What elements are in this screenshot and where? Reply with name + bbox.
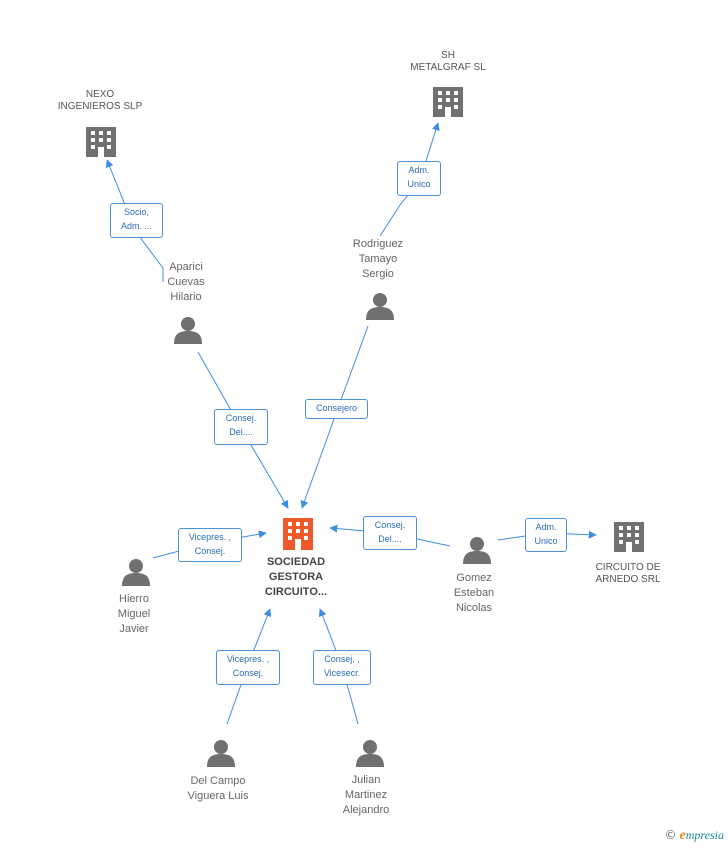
nexo-building-icon[interactable] [86,127,116,157]
hierro-person-icon[interactable] [122,559,150,586]
aparici-person-icon[interactable] [174,317,202,344]
nexo-label[interactable]: NEXO INGENIEROS SLP [57,89,143,112]
brand-name: mpresia [685,828,724,842]
edge-label-julian-main[interactable]: Consej. , Vicesecr. [313,650,371,685]
julian-label[interactable]: Julian Martinez Alejandro [342,774,390,816]
gomez-person-icon[interactable] [463,537,491,564]
edge-label-rodriguez-main[interactable]: Consejero [305,399,368,419]
copyright-symbol: © [664,828,677,842]
edge-label-rodriguez-sh[interactable]: Adm. Unico [397,161,441,196]
rodriguez-label[interactable]: Rodriguez Tamayo Sergio [352,238,404,280]
sh-label[interactable]: SH METALGRAF SL [410,50,486,73]
edge-label-hierro-main[interactable]: Vicepres. , Consej. [178,528,242,562]
circuito-arnedo-label[interactable]: CIRCUITO DE ARNEDO SRL [595,562,661,585]
edge-aparici-nexo [105,159,164,282]
edge-label-aparici-nexo[interactable]: Socio, Adm. ... [110,203,163,238]
main-company-label[interactable]: SOCIEDAD GESTORA CIRCUITO... [264,556,328,598]
main-company-building-icon[interactable] [283,518,313,550]
julian-person-icon[interactable] [356,740,384,767]
edge-label-delcampo-main[interactable]: Vicepres. , Consej. [216,650,280,685]
edge-label-aparici-main[interactable]: Consej. Del.... [214,409,268,445]
hierro-label[interactable]: Hierro Miguel Javier [117,593,151,635]
edge-label-gomez-main[interactable]: Consej. Del.... [363,516,417,550]
rodriguez-person-icon[interactable] [366,293,394,320]
delcampo-person-icon[interactable] [207,740,235,767]
gomez-label[interactable]: Gomez Esteban Nicolas [453,572,495,614]
edge-label-gomez-circuito[interactable]: Adm. Unico [525,518,567,552]
sh-building-icon[interactable] [433,87,463,117]
circuito-arnedo-building-icon[interactable] [614,522,644,552]
delcampo-label[interactable]: Del Campo Viguera Luis [187,775,249,802]
aparici-label[interactable]: Aparici Cuevas Hilario [167,261,205,303]
empresia-watermark: © empresia [665,828,724,844]
brand-initial: e [679,828,686,843]
